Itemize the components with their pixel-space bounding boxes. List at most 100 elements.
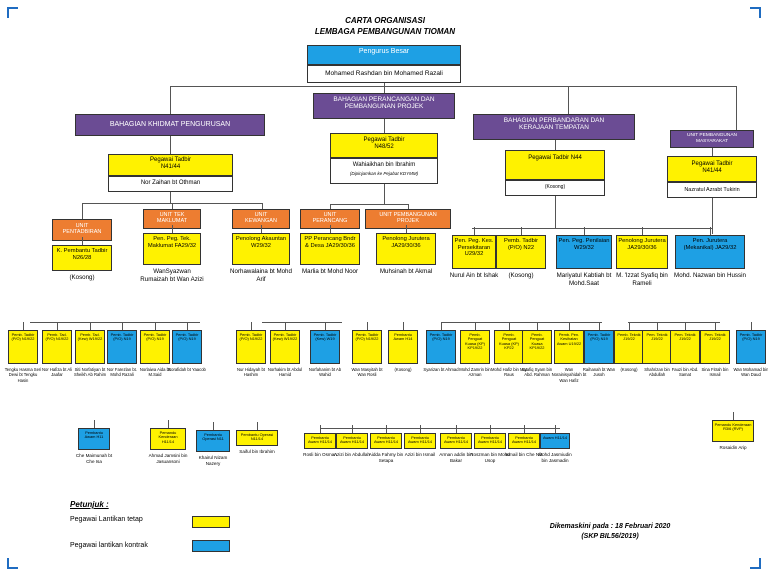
row4-officer-name: Rosli bin Osman (303, 452, 337, 457)
row3-officer-post: Pemb. Penguat Kuasa KP19/22 (529, 332, 545, 351)
row4-officer-post-box: Pemandu Kenderaan H11/14 (150, 428, 186, 450)
row4-officer-post: Pembantu Awam H11/14 (443, 435, 469, 445)
row3-officer-post: Pemb. Tadbir (P/O) N19 (175, 332, 199, 342)
row3-officer-name: Sina Fitrah bin Ismail (701, 367, 729, 378)
connector (320, 428, 560, 429)
row3-officer-name: Shahrizan bin Abdullah (644, 367, 670, 378)
connector (172, 225, 173, 233)
connector (657, 322, 658, 330)
row4-officer-post-box: Pembantu Operasi N11/14 (236, 430, 278, 446)
connector (155, 322, 156, 330)
row4-officer-post-box: Pembantu Awam H11/14 (336, 433, 368, 449)
row4-officer-post-box: Pembantu Awam H11/14 (404, 433, 436, 449)
row4-officer-post: Pemandu Kenderaan H11/14 (158, 430, 178, 444)
mid-officer-post: K. Pembantu Tadbir N26/28 (56, 248, 108, 261)
mid-officer-post-box: Pen. Peg. Kes. Persekitaran U29/32 (452, 235, 496, 269)
row3-officer-name: Syafiq Syam bin Abd. Rahman (521, 367, 553, 378)
legend: Petunjuk : Pegawai Lantikan tetap Pegawa… (70, 500, 240, 560)
connector (94, 420, 95, 428)
connector (555, 196, 556, 228)
mid-officer-post: Penolong Akauntan W29/32 (235, 236, 287, 249)
row4-officer-name: Saiful bin Ibrahim (239, 449, 275, 454)
connector (584, 227, 585, 235)
mid-officer-post-box: K. Pembantu Tadbir N26/28 (52, 245, 112, 271)
connector (736, 86, 737, 130)
row3-officer-name: Wan Norainisyahidah bt Wan Hafiz (551, 367, 587, 383)
row3-officer-name: Siti Norfatiyan bt Sheikh Ab Rahim (73, 367, 107, 378)
row4-officer-post-box: Pembantu Operasi N11 (196, 430, 230, 452)
division-perbandaran: BAHAGIAN PERBANDARAN DAN KERAJAAN TEMPAT… (473, 114, 635, 140)
row3-officer-post-box: Pemb. Tadbir (P/O) N19 (172, 330, 202, 364)
mid-officer-post-box: Penolong Jurutera JA29/30/36 (616, 235, 668, 269)
row3-officer-post: Pemb. Penguat Kuasa (KP) KP19/22 (465, 332, 485, 351)
connector (330, 204, 408, 205)
head-perbandaran-name-box: (Kosong) (505, 180, 605, 196)
top-post-box: Pengurus Besar (307, 45, 461, 65)
connector (537, 322, 538, 330)
row3-officer-post-box: Pemb. Tadbir (P/O) N19/22 (352, 330, 382, 364)
row3-officer-post: Pem. Teknik J19/22 (704, 332, 726, 342)
mid-officer-post-box: Pen. Peg. Penilaian W29/32 (556, 235, 612, 269)
row4-officer-post-box: Pembantu Awam H11/14 (304, 433, 336, 449)
row3-officer-name: Norfahanim bt Ab Wahid (308, 367, 342, 378)
row3-officer-post-box: Pemb. Tadbir (P/O) N19 (140, 330, 170, 364)
row4-officer-post: Pembantu Awam H11/14 (339, 435, 365, 445)
row3-officer-name: Fauzi bin Abd. Samat (671, 367, 699, 378)
head-upm-name: Nazratul Azrabt Tukirin (684, 187, 740, 193)
row3-officer-post-box: Pemb. Tad. (Kew) W19/22 (75, 330, 105, 364)
connector (509, 322, 510, 330)
row4-officer-post: Pembantu Operasi N11/14 (240, 432, 274, 442)
row3-officer-name: Nor Farezlan bt. Mohd Razali (106, 367, 138, 378)
row3-officer-post: Pemb. Tadbir (P/O) N19 (143, 332, 167, 342)
connector (456, 425, 457, 433)
row3-officer-post: Pemb. Penguat Kuasa (KP) KP22 (499, 332, 519, 351)
connector (599, 322, 600, 330)
connector (262, 322, 342, 323)
legend-permanent-swatch (192, 516, 230, 528)
connector (472, 228, 712, 229)
row3-officer-post-box: Pembantu Awam H14 (388, 330, 418, 364)
row4-officer-post-box: Pembantu Awam H11/14 (508, 433, 540, 449)
connector (521, 227, 522, 235)
row4-officer-post-box: Awam H11/14 (540, 433, 570, 449)
connector (474, 227, 475, 235)
head-perancangan-post-box: Pegawai Tadbir N48/52 (330, 133, 438, 158)
row3-officer-post: Pembantu Awam H14 (393, 332, 413, 342)
footer-line2: (SKP BIL56/2019) (581, 533, 639, 541)
row4-officer-name: Arman addin bin Bakar (439, 452, 473, 463)
connector (170, 86, 736, 87)
row3-officer-post: Pemb. Pen. Kesihatan Awam U19/22 (556, 332, 582, 346)
connector (524, 425, 525, 433)
connector (122, 322, 123, 330)
top-name-box: Mohamed Rashdan bin Mohamed Razali (307, 65, 461, 83)
row3-officer-post: Pemb. Tadbir (P/O) N19 (110, 332, 134, 342)
row4-officer-post-box: Pemandu Kenderaan R3/6 (RVP) (712, 420, 754, 442)
row4-officer-post: Pembantu Awam H11/14 (407, 435, 433, 445)
head-khidmat-post-box: Pegawai Tadbir N41/44 (108, 154, 233, 176)
row4-officer-post: Pembantu Operasi N11 (202, 432, 224, 442)
row3-officer-post: Pemb. Teknik J19/22 (617, 332, 641, 342)
mid-officer-name: Nurul Ain bt Ishak (449, 272, 499, 279)
row4-officer-post-box: Pembantu Awam H11/14 (440, 433, 472, 449)
row4-officer-name: Azizi bin Ismail (404, 452, 436, 457)
corner-bracket-tl (7, 7, 18, 18)
mid-officer-name: Norhawalaina bt Mohd Arif (230, 268, 292, 283)
connector (320, 425, 321, 433)
top-post: Pengurus Besar (358, 48, 410, 55)
unit-kewangan-label: UNIT KEWANGAN (245, 212, 277, 225)
row3-officer-post: Pemb. Tadbir (P/O) N19 (429, 332, 453, 342)
title-line2: LEMBAGA PEMBANGUNAN TIOMAN (314, 26, 456, 36)
row4-officer-post: Pembantu Awam H11/14 (511, 435, 537, 445)
connector (629, 322, 630, 330)
row4-officer-post: Pemandu Kenderaan R3/6 (RVP) (714, 422, 752, 432)
mid-officer-post: Penolong Jurutera JA29/30/36 (618, 238, 666, 251)
head-khidmat-post: Pegawai Tadbir N41/44 (150, 157, 191, 170)
row3-officer-post-box: Pemb. Penguat Kuasa KP19/22 (522, 330, 552, 364)
row3-officer-post-box: Pemb. Penguat Kuasa (KP) KP22 (494, 330, 524, 364)
footer-line1: Dikemaskini pada : 18 Februari 2020 (549, 523, 671, 530)
row3-officer-name: Norlaiwa Aida bt M.Said (139, 367, 171, 378)
mid-officer-post-box: Penolong Jurutera JA29/30/36 (376, 233, 436, 265)
row4-officer-post: Pembantu Awam H11/14 (477, 435, 503, 445)
connector (406, 225, 407, 233)
mid-officer-post-box: PP Perancang Bndr & Desa JA29/30/36 (300, 233, 360, 265)
